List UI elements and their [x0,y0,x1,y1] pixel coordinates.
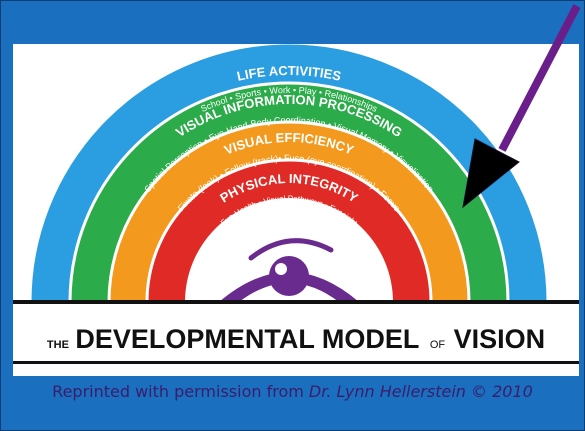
eye-icon [219,238,359,302]
caption-text: Reprinted with permission from [52,382,309,401]
diagram-title: THE DEVELOPMENTAL MODEL OF VISION [47,324,545,354]
inner-white-core [185,198,393,302]
developmental-model-diagram: LIFE ACTIVITIES School • Sports • Work •… [13,44,579,364]
title-end: VISION [454,324,546,354]
base-line-top [13,300,579,304]
svg-text:LIFE ACTIVITIES: LIFE ACTIVITIES [236,63,343,84]
title-main: DEVELOPMENTAL MODEL [75,324,419,354]
title-prefix: THE [47,339,69,351]
diagram-panel: LIFE ACTIVITIES School • Sports • Work •… [13,44,579,376]
base-line-bottom [13,361,579,364]
arc-label-life-activities: LIFE ACTIVITIES [236,63,343,84]
caption-credit: Dr. Lynn Hellerstein © 2010 [308,382,533,401]
image-caption: Reprinted with permission from Dr. Lynn … [20,381,565,402]
title-of: OF [430,339,446,351]
